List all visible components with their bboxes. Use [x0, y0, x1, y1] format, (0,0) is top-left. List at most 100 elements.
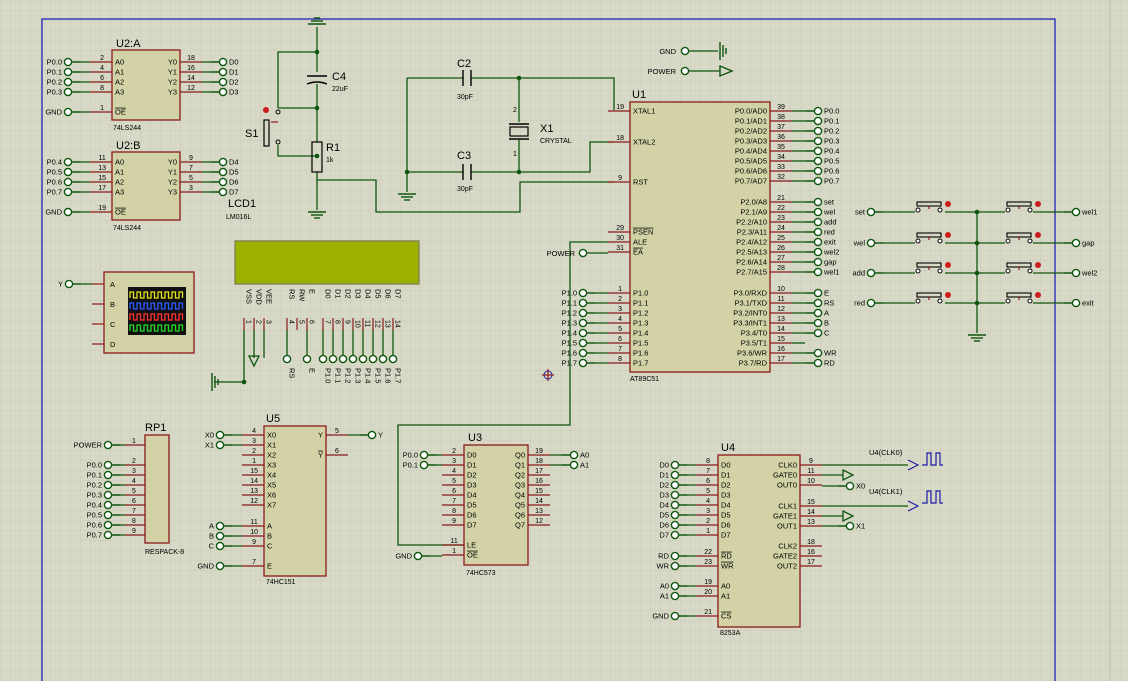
- terminal[interactable]: [670, 460, 680, 470]
- net-label-C[interactable]: C: [209, 542, 232, 551]
- net-label-RD[interactable]: RD: [806, 358, 835, 368]
- terminal[interactable]: [419, 460, 429, 470]
- net-label-D6[interactable]: D6: [659, 521, 687, 530]
- net-label-A[interactable]: A: [209, 522, 232, 531]
- terminal[interactable]: [63, 107, 73, 117]
- net-label-P11[interactable]: P1.1: [562, 298, 595, 308]
- terminal[interactable]: [813, 247, 823, 257]
- terminal[interactable]: [1071, 268, 1081, 278]
- net-label-B[interactable]: B: [209, 532, 232, 541]
- terminal[interactable]: [813, 298, 823, 308]
- terminal[interactable]: [378, 354, 388, 364]
- terminal[interactable]: [578, 298, 588, 308]
- terminal[interactable]: [670, 480, 680, 490]
- net-label-D2[interactable]: D2: [659, 480, 687, 490]
- net-label-X0[interactable]: X0: [205, 430, 232, 440]
- net-label-A1[interactable]: A1: [660, 592, 687, 601]
- net-label-A0[interactable]: A0: [660, 582, 687, 591]
- terminal[interactable]: [866, 238, 876, 248]
- terminal[interactable]: [103, 480, 113, 490]
- terminal[interactable]: [813, 328, 823, 338]
- terminal[interactable]: [1071, 207, 1081, 217]
- terminal[interactable]: [63, 67, 73, 77]
- net-label-gap[interactable]: gap: [806, 257, 837, 267]
- r1-body[interactable]: [311, 141, 323, 173]
- terminal[interactable]: [103, 490, 113, 500]
- net-label-B[interactable]: B: [806, 318, 829, 328]
- net-label-GND[interactable]: GND: [45, 108, 80, 117]
- terminal[interactable]: [670, 561, 680, 571]
- net-label-P01[interactable]: P0.1: [806, 117, 839, 126]
- terminal[interactable]: [569, 450, 579, 460]
- net-label-add[interactable]: add: [852, 268, 883, 278]
- net-label-D3[interactable]: D3: [659, 490, 687, 500]
- terminal[interactable]: [338, 354, 348, 364]
- net-label-P05[interactable]: P0.5: [47, 167, 80, 177]
- terminal[interactable]: [670, 611, 680, 621]
- lcd-screen[interactable]: [234, 240, 420, 285]
- net-label-D1[interactable]: D1: [211, 68, 239, 77]
- net-label-P03[interactable]: P0.3: [47, 88, 80, 97]
- net-label-P06[interactable]: P0.6: [87, 521, 120, 530]
- switch-body[interactable]: [263, 119, 270, 147]
- net-label-P04[interactable]: P0.4: [806, 146, 839, 156]
- net-label-red[interactable]: red: [854, 298, 883, 308]
- terminal[interactable]: [63, 77, 73, 87]
- terminal[interactable]: [813, 126, 823, 136]
- net-label-exit[interactable]: exit: [1064, 298, 1095, 308]
- terminal[interactable]: [215, 440, 225, 450]
- net-label-set[interactable]: set: [855, 207, 883, 217]
- net-label-P16[interactable]: P1.6: [562, 348, 595, 358]
- terminal[interactable]: [866, 298, 876, 308]
- net-label-P15[interactable]: P1.5: [562, 338, 595, 348]
- net-label-wel2[interactable]: wel2: [1064, 268, 1097, 278]
- net-label-D6[interactable]: D6: [211, 177, 239, 187]
- net-label-Y[interactable]: Y: [360, 430, 383, 440]
- net-label-P01[interactable]: P0.1: [403, 460, 436, 470]
- net-label-D2[interactable]: D2: [211, 78, 239, 87]
- terminal[interactable]: [282, 354, 292, 364]
- net-label-wel1[interactable]: wel1: [806, 267, 839, 277]
- net-label-WR[interactable]: WR: [806, 348, 837, 358]
- net-label-P02[interactable]: P0.2: [806, 127, 839, 136]
- terminal[interactable]: [218, 157, 228, 167]
- terminal[interactable]: [103, 500, 113, 510]
- terminal[interactable]: [578, 248, 588, 258]
- net-label-P01[interactable]: P0.1: [87, 470, 120, 480]
- net-label-P07[interactable]: P0.7: [87, 531, 120, 540]
- net-label-D4[interactable]: D4: [211, 157, 239, 167]
- key-matrix[interactable]: [915, 201, 1041, 304]
- terminal[interactable]: [813, 217, 823, 227]
- terminal[interactable]: [813, 358, 823, 368]
- net-label-P02[interactable]: P0.2: [47, 78, 80, 87]
- net-label-wel[interactable]: wel: [806, 207, 836, 217]
- net-label-GND[interactable]: GND: [652, 612, 687, 621]
- net-label-C[interactable]: C: [806, 328, 830, 338]
- net-label-P06[interactable]: P0.6: [806, 166, 839, 176]
- terminal[interactable]: [103, 520, 113, 530]
- net-label-D7[interactable]: D7: [211, 187, 239, 197]
- terminal[interactable]: [813, 257, 823, 267]
- net-label-P14[interactable]: P1.4: [562, 328, 595, 338]
- terminal[interactable]: [813, 237, 823, 247]
- terminal[interactable]: [680, 66, 690, 76]
- net-label-D7[interactable]: D7: [659, 531, 687, 540]
- net-label-gap[interactable]: gap: [1064, 238, 1095, 248]
- terminal[interactable]: [368, 354, 378, 364]
- net-label-E[interactable]: E: [806, 288, 829, 298]
- chip-body[interactable]: [717, 454, 801, 628]
- net-label-RS[interactable]: RS: [806, 298, 834, 308]
- terminal[interactable]: [845, 481, 855, 491]
- terminal[interactable]: [813, 166, 823, 176]
- terminal[interactable]: [218, 77, 228, 87]
- terminal[interactable]: [813, 288, 823, 298]
- terminal[interactable]: [680, 46, 690, 56]
- terminal[interactable]: [63, 187, 73, 197]
- net-label-P00[interactable]: P0.0: [87, 460, 120, 470]
- terminal[interactable]: [670, 551, 680, 561]
